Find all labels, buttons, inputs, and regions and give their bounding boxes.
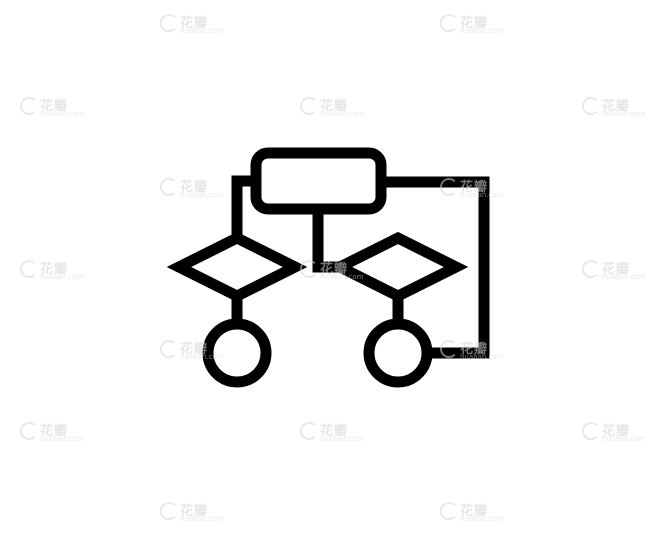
connector-box-to-left-decision (231, 175, 256, 238)
process-box (250, 147, 387, 215)
connector-box-to-right-decision (312, 209, 342, 273)
decision-diamond-left (166, 231, 308, 303)
decision-diamond-right (327, 231, 469, 303)
connector-loop-right (381, 176, 490, 359)
terminal-circle-left (202, 318, 272, 388)
terminal-circle-right (363, 318, 433, 388)
